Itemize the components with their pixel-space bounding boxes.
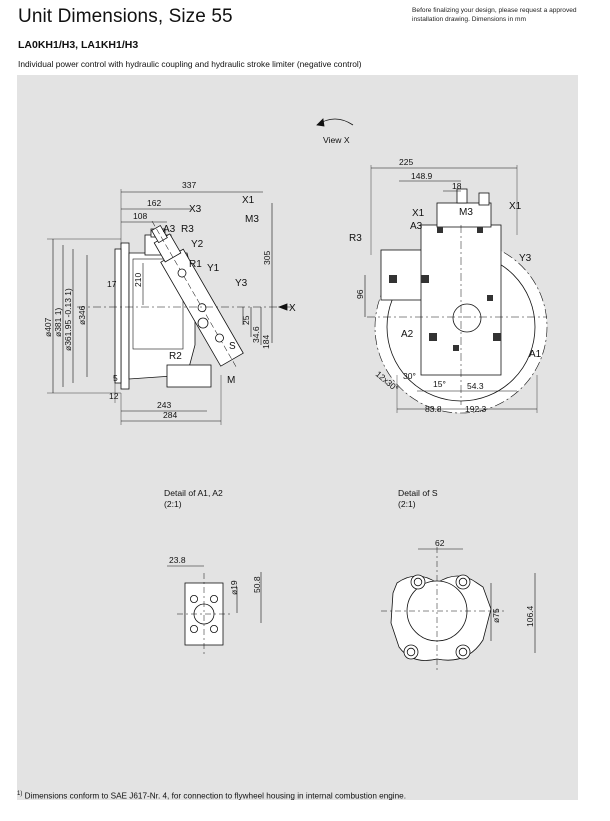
dim-34-6: 34.6 bbox=[251, 326, 261, 343]
front-port-a3: A3 bbox=[410, 221, 423, 232]
detail-a-caption: Detail of A1, A2 (2:1) bbox=[164, 488, 223, 510]
side-view: 337 162 108 17 5 12 243 284 305 210 25 3… bbox=[43, 180, 296, 425]
detail-a-title: Detail of A1, A2 bbox=[164, 488, 223, 498]
dim-15deg: 15° bbox=[433, 379, 446, 389]
port-s: S bbox=[229, 341, 236, 352]
dim-12: 12 bbox=[109, 391, 119, 401]
dim-210: 210 bbox=[133, 273, 143, 287]
dim-dia75: ø75 bbox=[491, 608, 501, 623]
dim-18: 18 bbox=[452, 181, 462, 191]
detail-s-caption: Detail of S (2:1) bbox=[398, 488, 438, 510]
detail-s-title: Detail of S bbox=[398, 488, 438, 498]
dim-96: 96 bbox=[355, 289, 365, 299]
footnote: 1) Dimensions conform to SAE J617-Nr. 4,… bbox=[17, 791, 406, 801]
detail-s-scale: (2:1) bbox=[398, 499, 416, 509]
port-m3: M3 bbox=[245, 214, 259, 225]
dim-17: 17 bbox=[107, 279, 117, 289]
detail-a-scale: (2:1) bbox=[164, 499, 182, 509]
dim-192-3: 192.3 bbox=[465, 404, 487, 414]
dim-5: 5 bbox=[113, 373, 118, 383]
model-codes: LA0KH1/H3, LA1KH1/H3 bbox=[18, 39, 139, 51]
dim-106-4: 106.4 bbox=[525, 605, 535, 627]
front-port-r3: R3 bbox=[349, 233, 362, 244]
page-title: Unit Dimensions, Size 55 bbox=[18, 6, 233, 27]
port-x3: X3 bbox=[189, 204, 202, 215]
dim-23-8: 23.8 bbox=[169, 555, 186, 565]
dim-30deg: 30° bbox=[403, 371, 416, 381]
dim-dia346: ø346 bbox=[77, 305, 87, 325]
pump-bottom bbox=[166, 364, 212, 388]
footnote-mark: 1) bbox=[17, 791, 23, 797]
front-port-m3: M3 bbox=[459, 207, 473, 218]
dim-62: 62 bbox=[435, 538, 445, 548]
dim-337: 337 bbox=[182, 180, 196, 190]
front-port-a2: A2 bbox=[401, 329, 414, 340]
technical-drawing: 337 162 108 17 5 12 243 284 305 210 25 3… bbox=[43, 118, 548, 673]
port-a3: A3 bbox=[163, 224, 176, 235]
dim-184: 184 bbox=[261, 335, 271, 349]
footnote-text: Dimensions conform to SAE J617-Nr. 4, fo… bbox=[24, 791, 407, 801]
port-y3: Y3 bbox=[235, 278, 248, 289]
port-x1: X1 bbox=[242, 195, 255, 206]
front-port-a1: A1 bbox=[529, 349, 542, 360]
dim-284: 284 bbox=[163, 410, 177, 420]
front-port-y3: Y3 bbox=[519, 253, 532, 264]
dim-148-9: 148.9 bbox=[411, 171, 433, 181]
dim-305: 305 bbox=[262, 251, 272, 265]
port-r2: R2 bbox=[169, 351, 182, 362]
detail-s-drawing: 62 ø75 106.4 bbox=[381, 538, 536, 673]
port-y2: Y2 bbox=[191, 239, 204, 250]
dim-25: 25 bbox=[241, 315, 251, 325]
dim-50-8: 50.8 bbox=[252, 576, 262, 593]
front-port-x1b: X1 bbox=[509, 201, 522, 212]
port-r1: R1 bbox=[189, 259, 202, 270]
dim-dia407: ø407 bbox=[43, 317, 53, 337]
flange-rim bbox=[114, 248, 122, 384]
description: Individual power control with hydraulic … bbox=[18, 59, 362, 69]
dim-243: 243 bbox=[157, 400, 171, 410]
front-view: 225 148.9 18 96 12x30° 30° 15° 54.3 83.8… bbox=[349, 157, 548, 414]
dim-dia381: ø381 1) bbox=[53, 308, 63, 337]
port-y1: Y1 bbox=[207, 263, 220, 274]
port-m: M bbox=[227, 375, 235, 386]
mounting-flange bbox=[120, 242, 130, 390]
dim-225: 225 bbox=[399, 157, 413, 167]
front-port-x1: X1 bbox=[412, 208, 425, 219]
drawing-note: Before finalizing your design, please re… bbox=[412, 7, 577, 23]
suction-port bbox=[452, 303, 482, 333]
view-x-label: View X bbox=[323, 135, 350, 145]
axis-x: X bbox=[289, 303, 296, 314]
dim-162: 162 bbox=[147, 198, 161, 208]
dim-dia19: ø19 bbox=[229, 580, 239, 595]
dim-83-8: 83.8 bbox=[425, 404, 442, 414]
dim-dia361: ø361.95 -0.13 1) bbox=[63, 288, 73, 351]
dim-54-3: 54.3 bbox=[467, 381, 484, 391]
drawing-panel: 337 162 108 17 5 12 243 284 305 210 25 3… bbox=[17, 75, 578, 800]
control-valve bbox=[151, 220, 244, 369]
detail-a-drawing: 23.8 ø19 50.8 bbox=[167, 555, 262, 655]
dim-108: 108 bbox=[133, 211, 147, 221]
port-r3: R3 bbox=[181, 224, 194, 235]
